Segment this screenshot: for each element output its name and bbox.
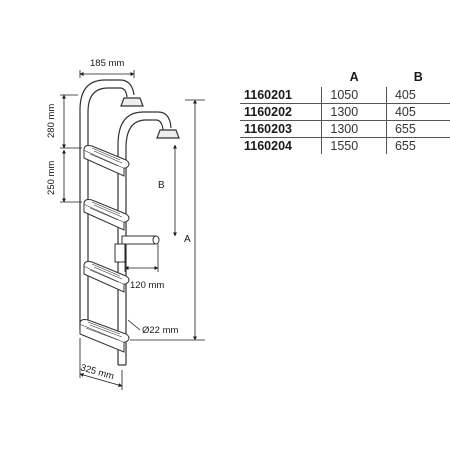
dim-tube-diameter-label: Ø22 mm: [142, 325, 179, 336]
dim-a-label: A: [184, 234, 191, 245]
dimension-lines: [60, 70, 205, 390]
step-4: [79, 319, 130, 353]
spec-header-b: B: [413, 70, 423, 84]
ladder-rails: [79, 79, 180, 366]
spec-table-row: 1160204 1550 655: [240, 137, 450, 154]
standoff-bracket: [114, 235, 160, 263]
spec-value-a: 1050: [321, 87, 387, 104]
dim-b-label: B: [158, 180, 165, 191]
dim-step-spacing-label: 250 mm: [46, 161, 57, 195]
spec-value-b: 405: [385, 103, 450, 121]
step-2: [83, 199, 130, 231]
step-1: [83, 145, 130, 177]
dim-rail-height-label: 280 mm: [46, 104, 57, 138]
spec-value-b: 655: [385, 120, 450, 138]
dim-top-width-label: 185 mm: [90, 58, 124, 69]
spec-model: 1160201: [240, 87, 322, 104]
spec-table: A B 1160201 1050 405 1160202 1300 405 11…: [240, 70, 450, 154]
spec-value-b: 655: [385, 137, 450, 154]
dim-standoff-label: 120 mm: [130, 280, 164, 291]
spec-header-a: A: [349, 70, 359, 84]
ladder-steps: [79, 145, 130, 353]
spec-value-b: 405: [385, 87, 450, 104]
spec-value-a: 1550: [321, 137, 387, 154]
spec-table-row: 1160203 1300 655: [240, 120, 450, 138]
spec-header-model: [240, 70, 322, 87]
spec-table-row: 1160201 1050 405: [240, 87, 450, 104]
spec-model: 1160203: [240, 120, 322, 138]
spec-table-row: 1160202 1300 405: [240, 103, 450, 121]
spec-value-a: 1300: [321, 120, 387, 138]
step-3: [83, 261, 130, 293]
spec-model: 1160204: [244, 139, 292, 153]
dim-bottom-width-label: 325 mm: [79, 362, 115, 382]
spec-table-header-row: A B: [240, 70, 450, 87]
spec-value-a: 1300: [321, 103, 387, 121]
spec-model: 1160202: [240, 103, 322, 121]
